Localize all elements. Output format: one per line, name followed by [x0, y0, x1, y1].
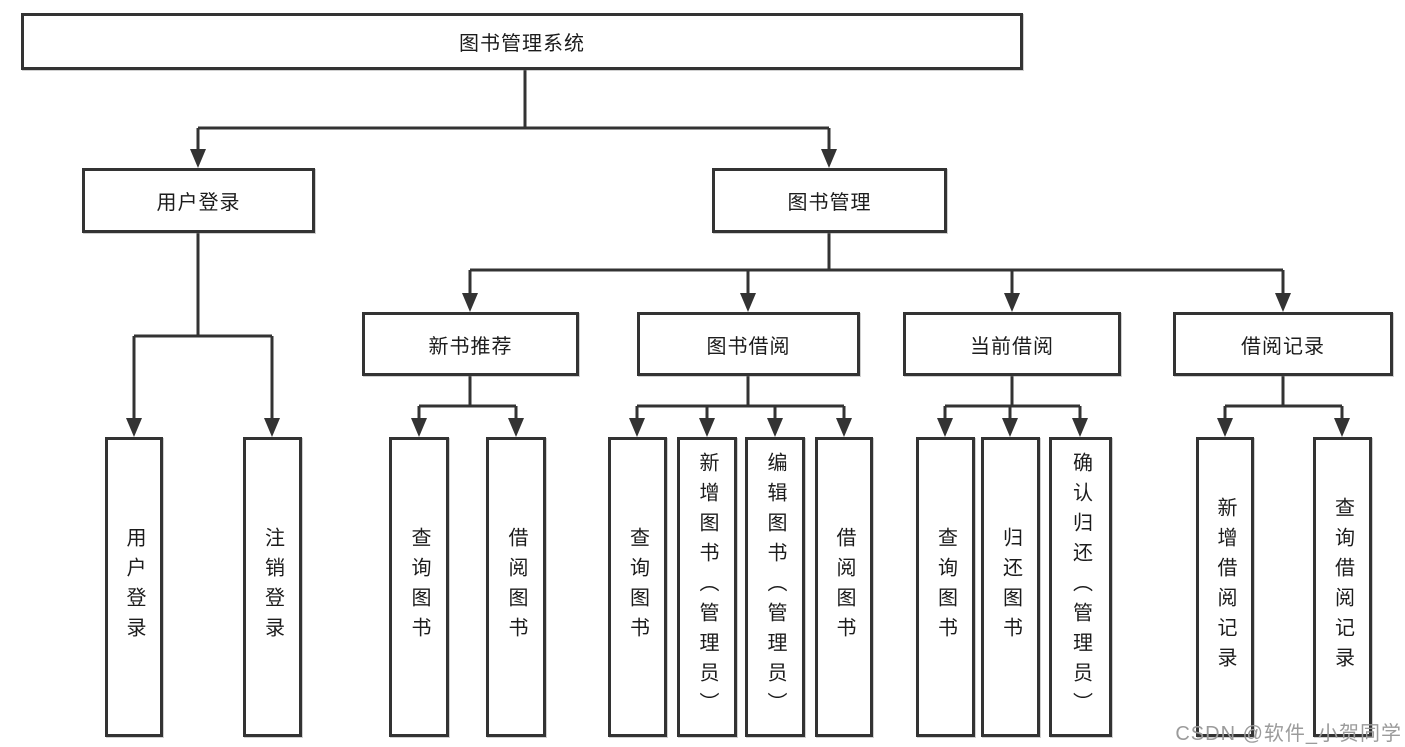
leaf-borrow-edit-books-admin: 编辑图书（管理员）	[745, 437, 805, 737]
leaf-current-query-books: 查询图书	[916, 437, 975, 737]
leaf-current-confirm-return-admin: 确认归还（管理员）	[1049, 437, 1112, 737]
leaf-user-login: 用户登录	[105, 437, 163, 737]
node-book-borrow: 图书借阅	[637, 312, 860, 376]
node-new-book-recommend: 新书推荐	[362, 312, 579, 376]
csdn-watermark: CSDN @软件_小贺同学	[1175, 723, 1402, 745]
leaf-recommend-borrow-books: 借阅图书	[486, 437, 546, 737]
leaf-logout: 注销登录	[243, 437, 302, 737]
node-user-login: 用户登录	[82, 168, 315, 233]
leaf-records-add-borrow-record: 新增借阅记录	[1196, 437, 1254, 737]
leaf-recommend-query-books: 查询图书	[389, 437, 449, 737]
leaf-borrow-add-books-admin: 新增图书（管理员）	[677, 437, 737, 737]
node-current-borrow: 当前借阅	[903, 312, 1121, 376]
leaf-records-query-borrow-record: 查询借阅记录	[1313, 437, 1372, 737]
leaf-borrow-borrow-books: 借阅图书	[815, 437, 873, 737]
arrowhead-icons	[126, 149, 1350, 437]
leaf-current-return-books: 归还图书	[981, 437, 1040, 737]
node-book-management: 图书管理	[712, 168, 947, 233]
node-borrow-records: 借阅记录	[1173, 312, 1393, 376]
leaf-borrow-query-books: 查询图书	[608, 437, 667, 737]
node-root-system: 图书管理系统	[21, 13, 1023, 70]
